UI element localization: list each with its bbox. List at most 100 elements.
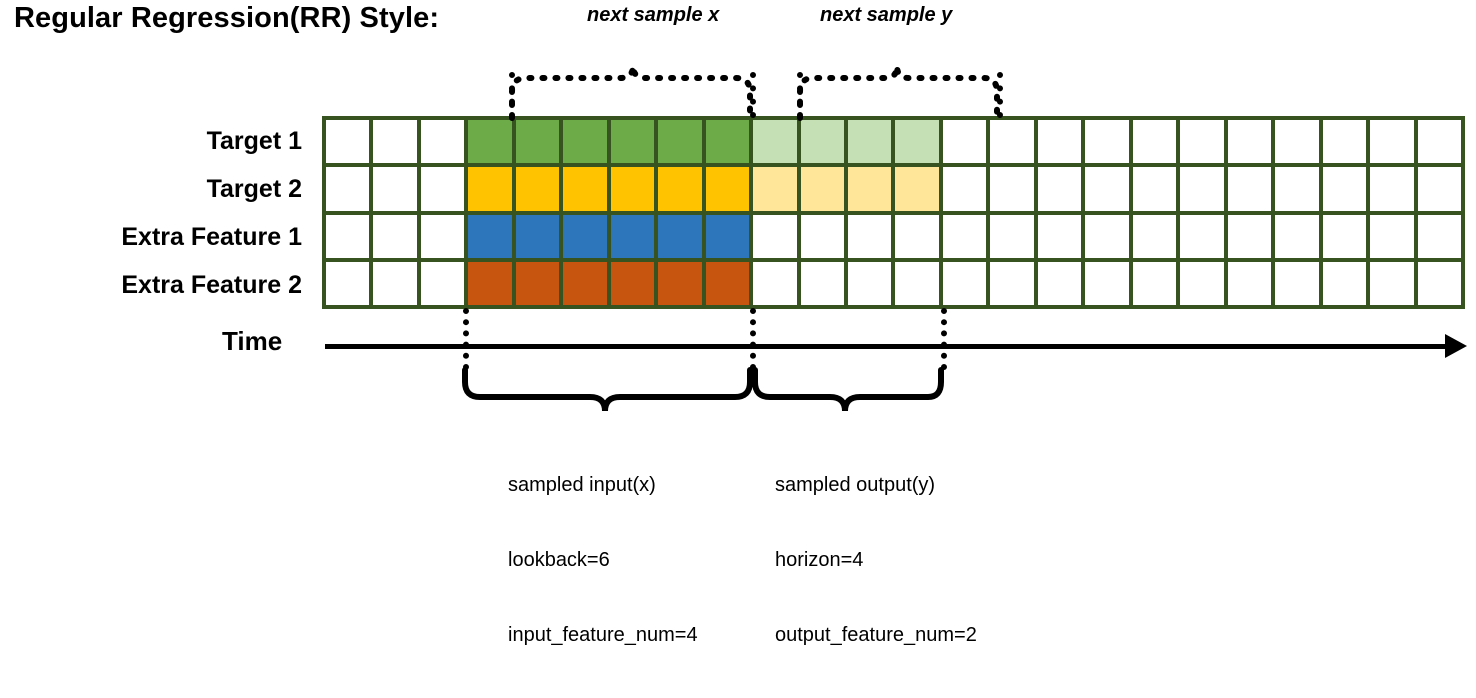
grid-cell-r1-c6 — [563, 120, 607, 164]
caption-input-line-3: input_feature_num=4 — [508, 624, 698, 646]
grid-cell-r4-c18 — [1132, 261, 1177, 305]
grid-cell-r4-c14 — [942, 261, 987, 305]
grid-cell-r3-c17 — [1085, 214, 1129, 258]
grid-cell-r1-c1 — [326, 120, 370, 164]
grid-cell-r1-c2 — [373, 120, 417, 164]
grid-cell-r2-c21 — [1275, 167, 1319, 211]
grid-cell-r2-c5 — [515, 167, 560, 211]
grid-cell-r3-c3 — [420, 214, 465, 258]
grid-cell-r3-c22 — [1322, 214, 1367, 258]
grid-cell-r2-c18 — [1132, 167, 1177, 211]
grid-cell-r3-c21 — [1275, 214, 1319, 258]
grid-cell-r2-c8 — [658, 167, 702, 211]
bottom-brace-sampled-output — [752, 367, 944, 412]
annotation-next-sample-y: next sample y — [820, 4, 953, 26]
grid-cell-r1-c14 — [942, 120, 987, 164]
grid-cell-r4-c12 — [848, 261, 892, 305]
grid-cell-r1-c10 — [753, 120, 797, 164]
caption-sampled-output: sampled output(y) horizon=4 output_featu… — [775, 423, 977, 698]
dotted-marker-output-start — [797, 72, 803, 118]
dotted-marker-input-end — [750, 72, 756, 118]
grid-cell-r4-c1 — [326, 261, 370, 305]
grid-cell-r4-c19 — [1180, 261, 1224, 305]
grid-cell-r1-c3 — [420, 120, 465, 164]
grid-cell-r3-c4 — [468, 214, 512, 258]
grid-cell-r1-c12 — [848, 120, 892, 164]
grid-cell-r1-c15 — [990, 120, 1034, 164]
grid-cell-r1-c7 — [610, 120, 655, 164]
grid-cell-r1-c5 — [515, 120, 560, 164]
grid-cell-r3-c14 — [942, 214, 987, 258]
grid-cell-r3-c8 — [658, 214, 702, 258]
row-label-target-2: Target 2 — [206, 175, 302, 203]
grid-cell-r4-c11 — [800, 261, 845, 305]
grid-cell-r4-c22 — [1322, 261, 1367, 305]
grid-cell-r2-c12 — [848, 167, 892, 211]
grid-cell-r1-c19 — [1180, 120, 1224, 164]
time-axis-arrow-icon — [1445, 334, 1467, 358]
grid-cell-r4-c16 — [1037, 261, 1082, 305]
grid-cell-r4-c4 — [468, 261, 512, 305]
grid-cell-r3-c23 — [1370, 214, 1414, 258]
grid-cell-r4-c7 — [610, 261, 655, 305]
grid-cell-r2-c24 — [1417, 167, 1461, 211]
grid-cell-r3-c6 — [563, 214, 607, 258]
grid-cell-r3-c2 — [373, 214, 417, 258]
grid-cell-r4-c20 — [1227, 261, 1272, 305]
dotted-drop-input-start — [463, 308, 469, 370]
page-title: Regular Regression(RR) Style: — [14, 2, 440, 34]
grid-cell-r2-c3 — [420, 167, 465, 211]
annotation-next-sample-x: next sample x — [587, 4, 720, 26]
grid-cell-r1-c22 — [1322, 120, 1367, 164]
grid-cell-r2-c19 — [1180, 167, 1224, 211]
grid-cell-r3-c10 — [753, 214, 797, 258]
grid-cell-r4-c24 — [1417, 261, 1461, 305]
top-brace-next-sample-y — [797, 65, 1000, 121]
grid-cell-r1-c4 — [468, 120, 512, 164]
bottom-brace-sampled-input — [462, 367, 753, 412]
top-brace-next-sample-x — [509, 65, 753, 121]
dotted-marker-output-end — [997, 72, 1003, 118]
grid-cell-r1-c16 — [1037, 120, 1082, 164]
grid-cell-r3-c5 — [515, 214, 560, 258]
grid-cell-r3-c16 — [1037, 214, 1082, 258]
grid-cell-r3-c18 — [1132, 214, 1177, 258]
grid-cell-r4-c10 — [753, 261, 797, 305]
grid-cell-r4-c3 — [420, 261, 465, 305]
grid-cell-r4-c23 — [1370, 261, 1414, 305]
grid-cell-r2-c4 — [468, 167, 512, 211]
grid-cell-r3-c19 — [1180, 214, 1224, 258]
grid-cell-r3-c9 — [705, 214, 750, 258]
grid-cell-r3-c11 — [800, 214, 845, 258]
caption-output-line-3: output_feature_num=2 — [775, 624, 977, 646]
grid-cell-r1-c13 — [895, 120, 939, 164]
caption-input-line-1: sampled input(x) — [508, 474, 656, 496]
grid-cell-r2-c1 — [326, 167, 370, 211]
diagram-canvas: Regular Regression(RR) Style: next sampl… — [14, 2, 1467, 646]
grid-cell-r2-c6 — [563, 167, 607, 211]
grid-cell-r2-c17 — [1085, 167, 1129, 211]
grid-cell-r3-c7 — [610, 214, 655, 258]
grid-cell-r4-c8 — [658, 261, 702, 305]
dotted-marker-input-start — [509, 72, 515, 118]
row-label-target-1: Target 1 — [206, 127, 302, 155]
grid-cell-r2-c20 — [1227, 167, 1272, 211]
dotted-drop-input-end — [750, 308, 756, 370]
grid-cell-r3-c12 — [848, 214, 892, 258]
grid-cell-r2-c23 — [1370, 167, 1414, 211]
grid-cell-r1-c18 — [1132, 120, 1177, 164]
grid-cell-r2-c11 — [800, 167, 845, 211]
row-label-extra-feature-2: Extra Feature 2 — [121, 271, 302, 299]
grid-cell-r1-c24 — [1417, 120, 1461, 164]
grid-cell-r1-c17 — [1085, 120, 1129, 164]
grid-cell-r3-c20 — [1227, 214, 1272, 258]
grid-cell-r4-c15 — [990, 261, 1034, 305]
time-axis-line — [325, 344, 1453, 349]
grid-cell-r2-c7 — [610, 167, 655, 211]
caption-output-line-2: horizon=4 — [775, 549, 864, 571]
grid-cell-r3-c15 — [990, 214, 1034, 258]
grid-cell-r4-c13 — [895, 261, 939, 305]
grid-cell-r2-c2 — [373, 167, 417, 211]
grid-cell-r2-c16 — [1037, 167, 1082, 211]
axis-label-time: Time — [222, 326, 283, 356]
